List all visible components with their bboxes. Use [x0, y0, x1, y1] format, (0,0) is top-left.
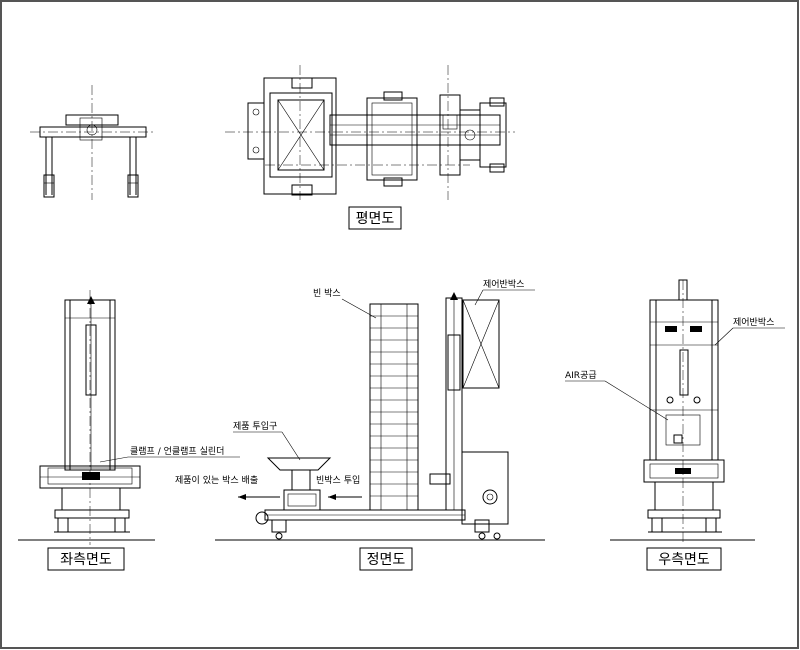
- top-left-view: [30, 85, 155, 200]
- plan-view-title-box: 평면도: [348, 206, 402, 230]
- label-control-box-right: 제어반박스: [733, 317, 774, 328]
- label-clamp-cylinder: 클램프 / 언클램프 실린더: [130, 445, 224, 457]
- front-view: [215, 292, 545, 541]
- right-side-view-title-box: 우측면도: [646, 547, 722, 571]
- left-side-view: [18, 290, 155, 545]
- front-view-title-box: 정면도: [359, 547, 413, 571]
- plan-view: [225, 65, 515, 200]
- label-box-in: 빈박스 투입: [316, 474, 360, 486]
- label-empty-box: 빈 박스: [313, 288, 341, 299]
- label-product-inlet: 제품 투입구: [233, 420, 277, 432]
- left-side-view-title-box: 좌측면도: [47, 547, 125, 571]
- right-side-view-title: 우측면도: [658, 552, 710, 568]
- label-control-box-front: 제어반박스: [483, 279, 524, 290]
- box-stack-lines: [370, 304, 418, 510]
- label-box-out: 제품이 있는 박스 배출: [175, 474, 258, 486]
- left-side-view-title: 좌측면도: [60, 552, 112, 568]
- front-view-title: 정면도: [367, 552, 406, 568]
- label-air-supply: AIR공급: [565, 370, 597, 381]
- right-side-view: [610, 279, 755, 545]
- plan-view-title: 평면도: [356, 211, 395, 227]
